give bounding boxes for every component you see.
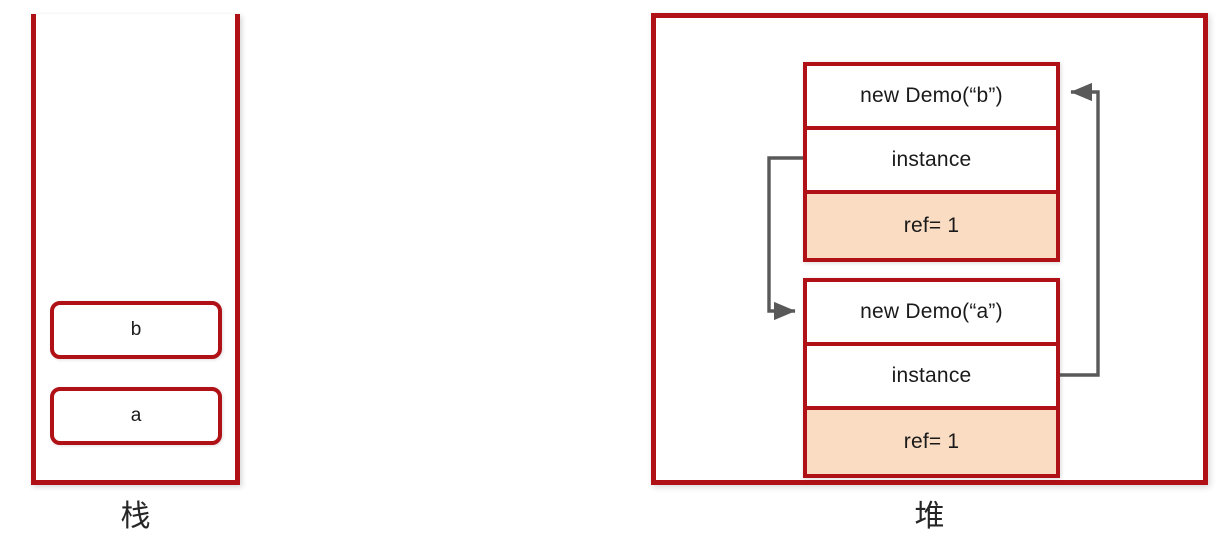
heap-object-demo-a-title: new Demo(“a”) — [807, 282, 1056, 346]
heap-object-demo-a-instance: instance — [807, 346, 1056, 410]
heap-object-demo-a-refcount: ref= 1 — [807, 410, 1056, 474]
heap-object-demo-a[interactable]: new Demo(“a”) instance ref= 1 — [803, 278, 1060, 478]
stack-frame-a[interactable]: a — [50, 387, 222, 445]
stack-frame-b-label: b — [130, 319, 142, 340]
stack-frame-a-label: a — [130, 405, 142, 426]
heap-object-demo-b[interactable]: new Demo(“b”) instance ref= 1 — [803, 62, 1060, 262]
heap-object-demo-b-instance: instance — [807, 130, 1056, 194]
stack-container: b a — [31, 14, 240, 485]
stack-frame-b[interactable]: b — [50, 301, 222, 359]
heap-object-demo-b-title: new Demo(“b”) — [807, 66, 1056, 130]
stack-region: b a 栈 — [0, 0, 300, 556]
stack-label: 栈 — [120, 499, 151, 534]
heap-object-demo-b-refcount: ref= 1 — [807, 194, 1056, 258]
heap-label: 堆 — [914, 499, 945, 534]
